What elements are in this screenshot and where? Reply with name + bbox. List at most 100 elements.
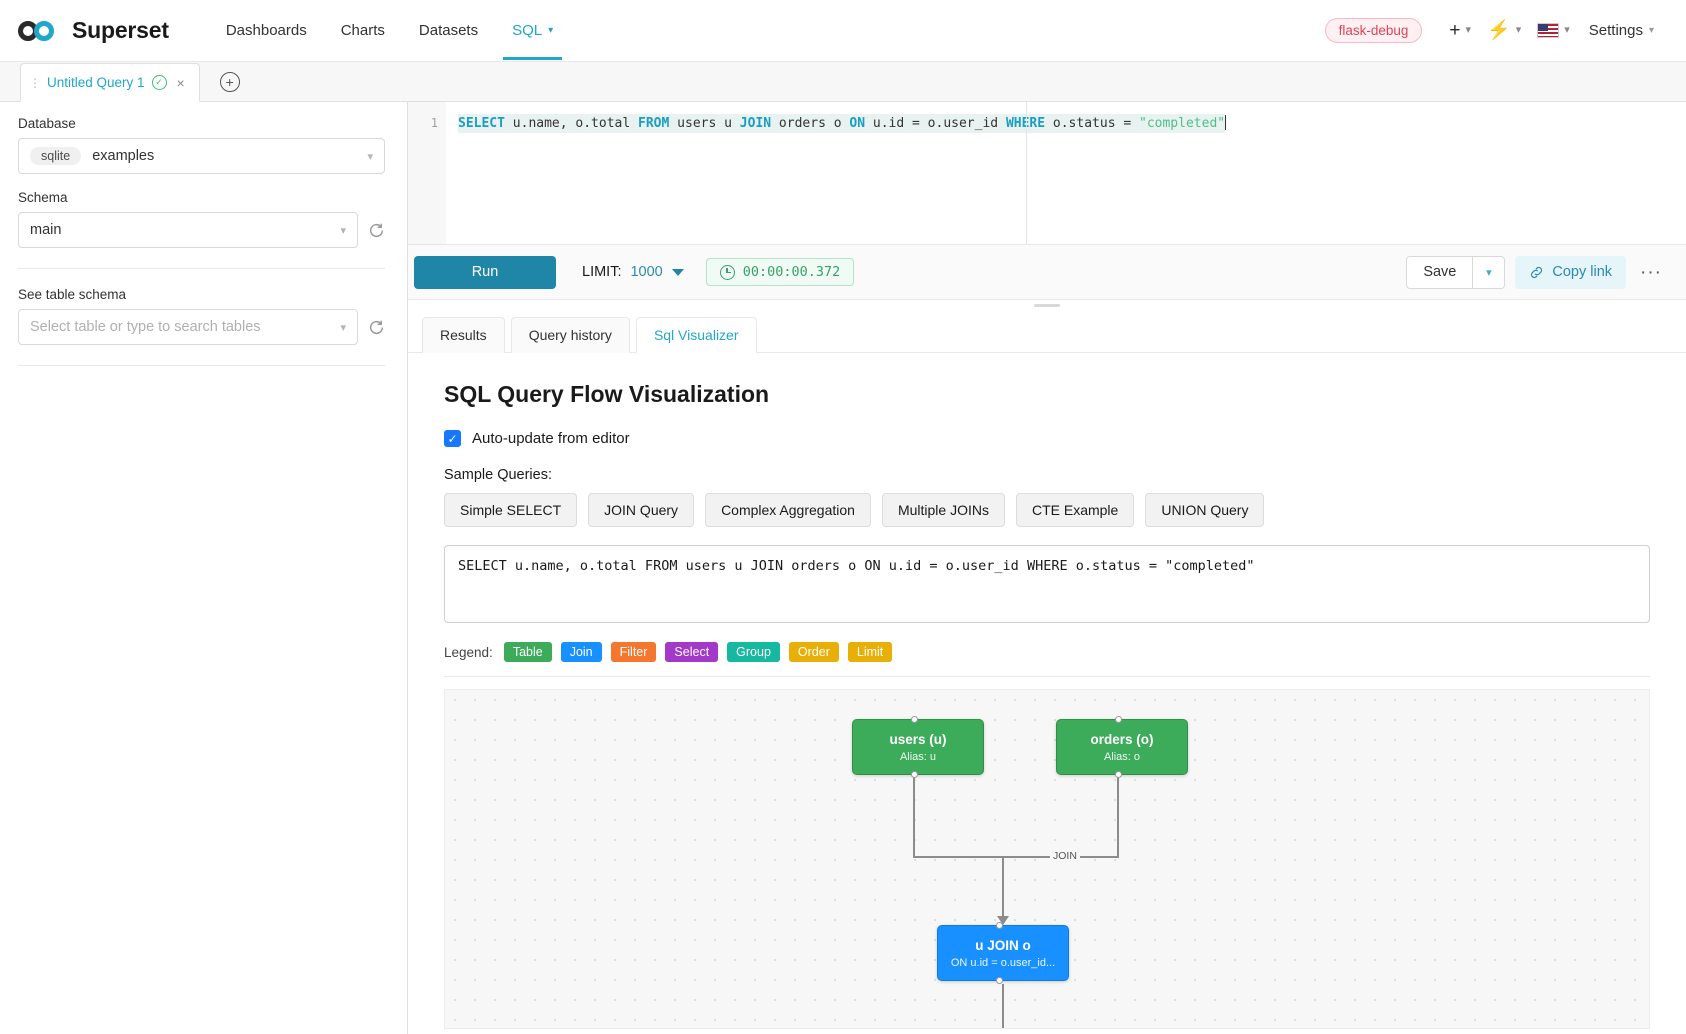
result-tabs: Results Query history Sql Visualizer: [408, 300, 1686, 353]
more-options-icon[interactable]: ···: [1640, 261, 1662, 283]
copy-link-button[interactable]: Copy link: [1515, 255, 1627, 289]
refresh-schema-icon[interactable]: [368, 222, 385, 239]
top-navbar: Superset Dashboards Charts Datasets SQL▾…: [0, 0, 1686, 62]
nav-links: Dashboards Charts Datasets SQL▾: [209, 2, 570, 60]
legend-chip-order: Order: [788, 642, 839, 662]
node-orders[interactable]: orders (o) Alias: o: [1056, 716, 1188, 778]
save-button[interactable]: Save: [1406, 255, 1474, 289]
query-input[interactable]: [444, 545, 1650, 623]
sample-btn-cte-example[interactable]: CTE Example: [1015, 493, 1135, 527]
nav-link-dashboards[interactable]: Dashboards: [209, 2, 324, 59]
legend-chip-limit: Limit: [847, 642, 893, 662]
flow-canvas[interactable]: JOIN users (u) Alias: u orders (o) Alias…: [444, 689, 1650, 1029]
sample-queries-label: Sample Queries:: [444, 467, 552, 483]
sample-btn-simple-select[interactable]: Simple SELECT: [444, 493, 578, 527]
settings-label: Settings: [1588, 22, 1643, 39]
editor-vertical-rule: [1026, 102, 1027, 244]
query-tab-untitled-1[interactable]: ⋮ Untitled Query 1 ✓ ×: [20, 63, 200, 102]
add-query-tab-button[interactable]: +: [219, 72, 240, 92]
legend: Legend: Table Join Filter Select Group O…: [444, 642, 1650, 662]
settings-menu[interactable]: Settings ▾: [1579, 14, 1664, 47]
toolbar-right: Save ▾ Copy link ···: [1406, 255, 1666, 289]
edge-join-out: [1002, 984, 1004, 1028]
db-engine-pill: sqlite: [30, 147, 82, 165]
table-select[interactable]: Select table or type to search tables ▾: [18, 309, 358, 345]
table-schema-field: See table schema Select table or type to…: [18, 287, 385, 345]
schema-field: Schema main ▾: [18, 190, 385, 248]
node-title: orders (o): [1090, 731, 1154, 747]
sql-toolbar: Run LIMIT: 1000 00:00:00.372 Save ▾: [408, 244, 1686, 307]
nav-link-label: Charts: [340, 22, 385, 39]
node-port-bottom: [911, 771, 918, 778]
node-port-top: [1115, 716, 1122, 723]
legend-chip-join: Join: [560, 642, 602, 662]
panel-divider: [18, 268, 385, 269]
edge-label-join: JOIN: [1050, 850, 1080, 862]
body-split: Database sqlite examples ▾ Schema main ▾: [0, 102, 1686, 1034]
query-tabstrip: ⋮ Untitled Query 1 ✓ × +: [0, 62, 1686, 102]
drag-grip-icon[interactable]: ⋮: [29, 75, 41, 90]
right-panel: 1 SELECT u.name, o.total FROM users u JO…: [408, 102, 1686, 1034]
timer-value: 00:00:00.372: [742, 264, 841, 280]
nav-link-datasets[interactable]: Datasets: [402, 2, 495, 59]
sample-btn-multiple-joins[interactable]: Multiple JOINs: [881, 493, 1005, 527]
sample-btn-complex-aggregation[interactable]: Complex Aggregation: [705, 493, 871, 527]
auto-update-checkbox[interactable]: ✓: [444, 430, 461, 447]
chevron-down-icon: ▾: [340, 321, 346, 334]
sql-editor[interactable]: 1 SELECT u.name, o.total FROM users u JO…: [408, 102, 1686, 244]
nav-link-label: SQL: [512, 22, 543, 39]
run-button[interactable]: Run: [414, 255, 556, 289]
database-field: Database sqlite examples ▾: [18, 116, 385, 174]
chevron-down-icon: ▾: [1515, 24, 1522, 36]
node-title: u JOIN o: [975, 937, 1031, 953]
chevron-down-icon: ▾: [1465, 24, 1472, 36]
chevron-down-icon: ▾: [367, 150, 373, 163]
node-join[interactable]: u JOIN o ON u.id = o.user_id...: [937, 922, 1069, 984]
nav-link-sql[interactable]: SQL▾: [495, 2, 570, 60]
legend-chip-group: Group: [727, 642, 780, 662]
legend-chip-table: Table: [503, 642, 552, 662]
limit-dropdown[interactable]: LIMIT: 1000: [582, 264, 684, 280]
legend-label: Legend:: [444, 644, 493, 660]
panel-divider-2: [18, 365, 385, 366]
close-icon[interactable]: ×: [176, 74, 185, 91]
node-port-top: [996, 922, 1003, 929]
flask-debug-badge: flask-debug: [1324, 18, 1423, 43]
tab-sql-visualizer[interactable]: Sql Visualizer: [635, 317, 757, 353]
editor-code-area[interactable]: SELECT u.name, o.total FROM users u JOIN…: [446, 102, 1686, 244]
sample-btn-join-query[interactable]: JOIN Query: [588, 493, 695, 527]
database-select[interactable]: sqlite examples ▾: [18, 138, 385, 174]
sample-btn-union-query[interactable]: UNION Query: [1145, 493, 1265, 527]
nav-link-charts[interactable]: Charts: [324, 2, 402, 59]
auto-update-row: ✓ Auto-update from editor: [444, 430, 1650, 447]
node-port-top: [911, 716, 918, 723]
sample-queries-row: Simple SELECT JOIN Query Complex Aggrega…: [444, 493, 1650, 527]
left-panel: Database sqlite examples ▾ Schema main ▾: [0, 102, 408, 1034]
node-port-bottom: [996, 977, 1003, 984]
node-users[interactable]: users (u) Alias: u: [852, 716, 984, 778]
tab-query-history[interactable]: Query history: [510, 317, 630, 353]
language-picker[interactable]: ▾: [1530, 15, 1577, 46]
edge-orders-vertical: [1117, 774, 1119, 858]
refresh-tables-icon[interactable]: [368, 319, 385, 336]
edge-users-vertical: [913, 774, 915, 858]
editor-gutter: 1: [408, 102, 446, 244]
node-port-bottom: [1115, 771, 1122, 778]
save-dropdown-button[interactable]: ▾: [1473, 255, 1506, 289]
panel-resize-handle[interactable]: [1034, 304, 1060, 307]
schema-label: Schema: [18, 190, 68, 205]
navbar-right: flask-debug + ▾ ⚡ ▾ ▾ Settings ▾: [1324, 13, 1664, 48]
check-circle-icon: ✓: [151, 75, 167, 90]
limit-value: 1000: [630, 264, 663, 280]
nav-link-label: Dashboards: [225, 22, 307, 39]
tab-results[interactable]: Results: [422, 317, 505, 353]
line-number: 1: [430, 116, 438, 130]
legend-chip-filter: Filter: [610, 642, 657, 662]
brand-name: Superset: [72, 17, 169, 43]
database-value: examples: [92, 148, 155, 164]
bolt-menu-button[interactable]: ⚡ ▾: [1480, 13, 1528, 48]
brand[interactable]: Superset: [18, 17, 169, 44]
new-item-button[interactable]: + ▾: [1442, 13, 1478, 48]
schema-select[interactable]: main ▾: [18, 212, 358, 248]
